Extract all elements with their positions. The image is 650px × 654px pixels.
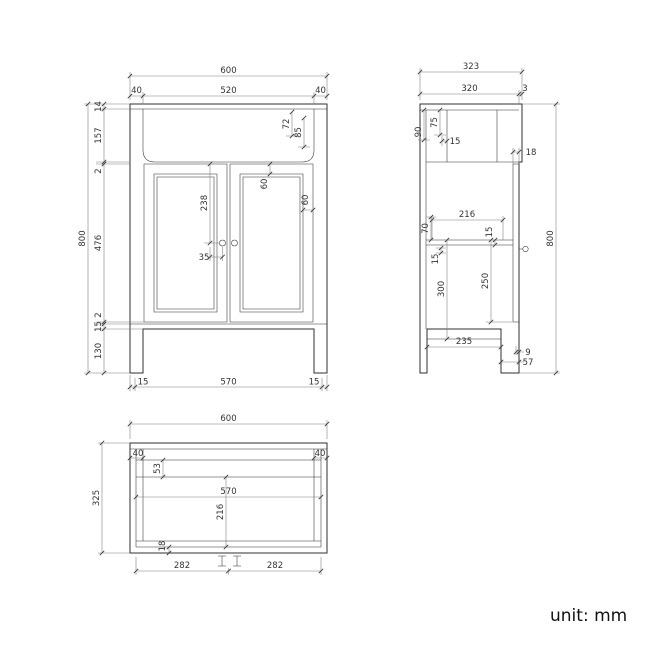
dim-side-base-57: 57 bbox=[523, 358, 534, 368]
dim-side-front-250: 250 bbox=[481, 273, 491, 289]
right-door-knob bbox=[231, 239, 238, 247]
dim-front-base-mid: 570 bbox=[220, 378, 236, 388]
dim-side-mid-70: 70 bbox=[421, 223, 431, 234]
front-view: 600 40 520 40 14 157 2 476 2 15 130 800 … bbox=[78, 66, 330, 391]
dim-side-left-15: 15 bbox=[431, 254, 441, 265]
dim-side-overall-depth: 323 bbox=[463, 62, 479, 72]
dim-plan-overall-width: 600 bbox=[220, 414, 236, 424]
side-cabinet-outline bbox=[419, 103, 523, 374]
dim-front-door-height: 476 bbox=[94, 235, 104, 251]
dim-side-top-90: 90 bbox=[414, 127, 424, 138]
dim-plan-side-left: 40 bbox=[133, 449, 144, 459]
dim-front-door-rail: 60 bbox=[260, 179, 270, 190]
plan-outline bbox=[129, 442, 328, 554]
unit-label: unit: mm bbox=[550, 606, 627, 626]
side-view: 323 320 3 800 75 90 15 18 70 216 15 15 3… bbox=[414, 62, 560, 376]
dim-side-body-depth: 320 bbox=[461, 84, 477, 94]
front-dimension-ticks bbox=[85, 73, 330, 390]
left-door-knob bbox=[219, 239, 226, 247]
side-dimension-ticks bbox=[417, 69, 559, 376]
dim-front-top-rail: 14 bbox=[94, 101, 104, 112]
dim-side-shelf-depth: 216 bbox=[459, 210, 475, 220]
side-cabinet-details bbox=[420, 109, 523, 340]
dim-front-stile-right: 40 bbox=[315, 86, 326, 96]
dim-front-apron: 157 bbox=[94, 127, 104, 143]
dim-side-shelf-thickness: 15 bbox=[485, 227, 495, 238]
dim-front-bottom-rail: 15 bbox=[94, 321, 104, 332]
dim-front-door-stile: 60 bbox=[301, 195, 311, 206]
dim-front-base-right: 15 bbox=[309, 378, 320, 388]
dim-front-basin-width: 520 bbox=[220, 86, 236, 96]
dim-front-gap-bottom: 2 bbox=[94, 312, 104, 317]
dim-plan-inner-width: 570 bbox=[220, 487, 236, 497]
dim-front-basin-72: 72 bbox=[282, 119, 292, 130]
dim-side-base-9: 9 bbox=[525, 348, 530, 358]
dim-side-door-thickness: 18 bbox=[526, 148, 537, 158]
dim-side-base-235: 235 bbox=[456, 337, 472, 347]
dim-side-overall-height: 800 bbox=[546, 230, 556, 246]
side-dimension-lines bbox=[418, 68, 560, 374]
dim-plan-side-right: 40 bbox=[315, 449, 326, 459]
plan-details bbox=[130, 448, 327, 567]
dim-front-base-left: 15 bbox=[138, 378, 149, 388]
dim-plan-inner-depth: 216 bbox=[216, 504, 226, 520]
dim-side-back-300: 300 bbox=[437, 281, 447, 297]
dim-front-knob-height: 238 bbox=[200, 195, 210, 211]
dim-front-basin-85: 85 bbox=[294, 127, 304, 138]
dim-side-top-15: 15 bbox=[450, 137, 461, 147]
dim-front-stile-left: 40 bbox=[131, 86, 142, 96]
dim-side-lip: 3 bbox=[522, 84, 527, 94]
front-cabinet-details bbox=[130, 108, 327, 325]
plan-view: 600 40 40 53 570 216 18 325 282 282 bbox=[92, 414, 330, 575]
dim-plan-overall-depth: 325 bbox=[92, 490, 102, 506]
plan-dimension-ticks bbox=[99, 421, 330, 574]
dim-front-gap-top: 2 bbox=[94, 168, 104, 173]
side-knob-profile bbox=[522, 246, 529, 252]
dim-plan-feet-right: 282 bbox=[267, 561, 283, 571]
dim-front-knob-offset: 35 bbox=[199, 253, 210, 263]
dim-plan-feet-left: 282 bbox=[174, 561, 190, 571]
dim-plan-back-53: 53 bbox=[153, 463, 163, 474]
dim-front-leg-height: 130 bbox=[94, 343, 104, 359]
dim-plan-front-18: 18 bbox=[158, 541, 168, 552]
dim-side-top-75: 75 bbox=[430, 117, 440, 128]
front-cabinet-outline bbox=[129, 103, 328, 374]
dim-front-overall-height: 800 bbox=[78, 230, 88, 246]
dim-front-overall-width: 600 bbox=[220, 66, 236, 76]
